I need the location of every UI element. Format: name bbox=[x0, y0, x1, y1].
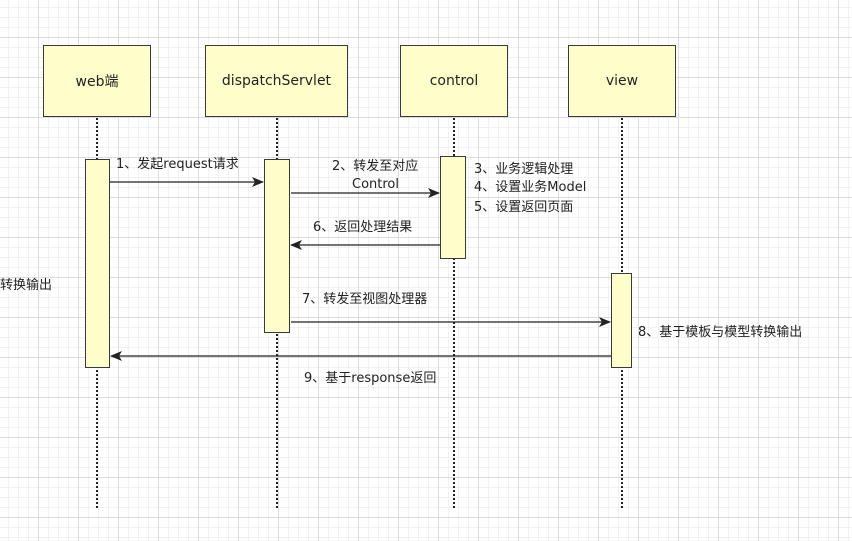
actor-view: view bbox=[568, 45, 676, 117]
activation-control bbox=[440, 156, 466, 259]
actor-view-label: view bbox=[605, 73, 639, 89]
message-2-label-line2: Control bbox=[352, 177, 399, 192]
lifeline-control bbox=[453, 118, 455, 508]
message-9-label: 9、基于response返回 bbox=[304, 371, 437, 386]
activation-view bbox=[611, 273, 632, 368]
message-7-label: 7、转发至视图处理器 bbox=[302, 292, 428, 307]
activation-dispatch bbox=[264, 159, 290, 333]
message-4-label: 4、设置业务Model bbox=[474, 180, 587, 195]
message-3-label: 3、业务逻辑处理 bbox=[474, 162, 574, 177]
actor-control-label: control bbox=[429, 73, 479, 89]
message-1-label: 1、发起request请求 bbox=[116, 157, 239, 172]
message-2-label-line1: 2、转发至对应 bbox=[332, 159, 419, 174]
actor-dispatch-label: dispatchServlet bbox=[221, 73, 332, 89]
actor-control: control bbox=[400, 45, 508, 117]
stray-text-label: 转换输出 bbox=[0, 278, 53, 293]
activation-web bbox=[85, 159, 110, 368]
message-8-label: 8、基于模板与模型转换输出 bbox=[638, 325, 803, 340]
message-6-label: 6、返回处理结果 bbox=[313, 220, 413, 235]
message-5-label: 5、设置返回页面 bbox=[474, 200, 574, 215]
actor-web: web端 bbox=[43, 45, 151, 117]
actor-web-label: web端 bbox=[75, 74, 119, 90]
actor-dispatch-servlet: dispatchServlet bbox=[205, 45, 348, 117]
